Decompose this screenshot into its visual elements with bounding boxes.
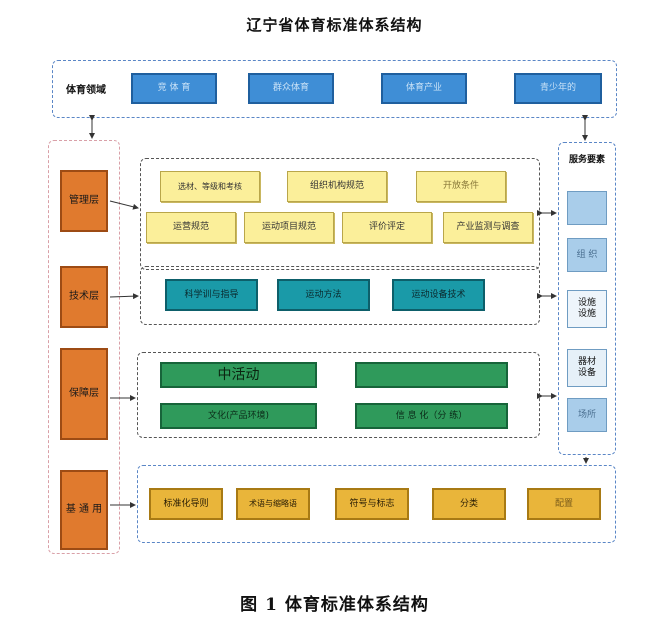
- tech-item-equipment: 运动设备技术: [392, 279, 485, 311]
- service-item-equipment: 器材 设备: [567, 349, 607, 387]
- domain-label: 体育领域: [66, 85, 106, 96]
- tech-item-methods: 运动方法: [277, 279, 370, 311]
- guarantee-item-culture: 文化(产品环境): [160, 403, 317, 429]
- guarantee-item-informatization: 信 息 化（分 练）: [355, 403, 508, 429]
- basic-item-terms: 术语与缩略语: [236, 488, 310, 520]
- mgmt-item-operation: 运营规范: [146, 212, 236, 243]
- service-label: 服务要素: [568, 155, 605, 165]
- arrow-technical: [109, 293, 139, 300]
- domain-item-youth: 青少年的: [514, 73, 602, 104]
- mgmt-item-opening: 开放条件: [416, 171, 506, 202]
- arrow-management: [109, 200, 139, 210]
- mgmt-item-selection: 选材、等级和考核: [160, 171, 260, 202]
- layer-guarantee: 保障层: [60, 348, 108, 440]
- mgmt-item-organization: 组织机构规范: [287, 171, 387, 202]
- mgmt-item-sports-events: 运动项目规范: [244, 212, 334, 243]
- domain-item-competitive: 竞 体 育: [131, 73, 217, 104]
- basic-item-guidelines: 标准化导则: [149, 488, 223, 520]
- guarantee-item-activity: 中活动: [160, 362, 317, 388]
- domain-item-industry: 体育产业: [381, 73, 467, 104]
- layer-column: [48, 140, 120, 554]
- basic-item-configuration: 配置: [527, 488, 601, 520]
- basic-group: [137, 465, 616, 543]
- basic-item-symbols: 符号与标志: [335, 488, 409, 520]
- service-item-venues: 场所: [567, 398, 607, 432]
- guarantee-item-blank: [355, 362, 508, 388]
- figure-caption: 图 1 体育标准体系结构: [240, 595, 429, 615]
- diagram-title: 辽宁省体育标准体系结构: [246, 16, 423, 34]
- layer-basic: 基 通 用: [60, 470, 108, 550]
- domain-panel: [52, 60, 617, 118]
- basic-item-classification: 分类: [432, 488, 506, 520]
- service-item-blank: [567, 191, 607, 225]
- domain-item-mass: 群众体育: [248, 73, 334, 104]
- layer-management: 管理层: [60, 170, 108, 232]
- service-item-facilities: 设施 设施: [567, 290, 607, 328]
- service-panel: [558, 142, 616, 455]
- service-item-organization: 组 织: [567, 238, 607, 272]
- tech-item-training: 科学训与指导: [165, 279, 258, 311]
- mgmt-item-monitoring: 产业监测与调查: [443, 212, 533, 243]
- mgmt-item-evaluation: 评价评定: [342, 212, 432, 243]
- layer-technical: 技术层: [60, 266, 108, 328]
